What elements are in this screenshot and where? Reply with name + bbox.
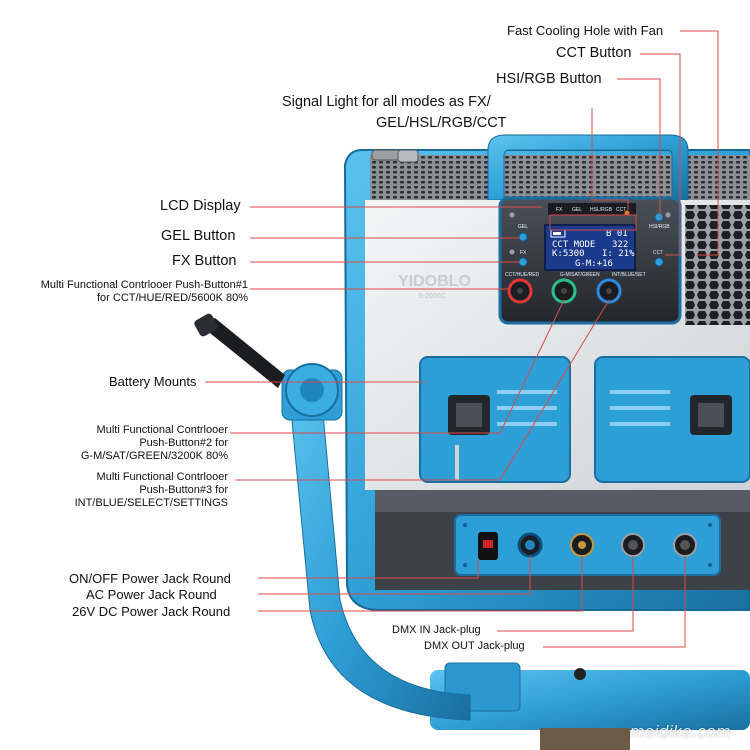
leader-lines [205,30,719,648]
lcd-row1-left: CCT MODE [552,240,595,250]
yoke [289,379,471,721]
lcd-row2-mid: 322 [612,240,628,250]
signal-cct: CCT [616,207,626,213]
label-push2-line1: Multi Functional Contrlooer [96,424,228,436]
label-push3-line2: Push-Button#3 for [139,484,228,496]
signal-fx: FX [556,207,563,213]
label-push2-line3: G-M/SAT/GREEN/3200K 80% [80,450,228,462]
battery-mount-1 [419,356,571,483]
brand-logo: YIDOBLO [398,273,471,290]
label-lcd-display: LCD Display [160,198,241,214]
label-cct-button: CCT Button [556,45,632,61]
btn-fx-label: FX [520,250,527,256]
signal-light-strip [548,203,636,215]
label-dmx-out: DMX OUT Jack-plug [424,640,525,652]
lcd-row2-left: K:5300 [552,249,585,259]
watermark: meidike.com [630,722,731,741]
battery-mount-2 [594,356,750,483]
signal-hsl: HSL/RGB [590,207,613,213]
btn-cct-label: CCT [653,250,663,256]
label-signal-light-2: GEL/HSL/RGB/CCT [376,115,507,131]
model-text: S-2000C [418,293,446,300]
knob3-label: INT/BLUE/SET [612,272,646,278]
cct-button[interactable] [654,257,664,267]
hsi-rgb-button[interactable] [654,212,664,222]
knob1-label: CCT/HUE/RED [505,272,540,278]
signal-gel: GEL [572,207,582,213]
label-signal-light-1: Signal Light for all modes as FX/ [282,94,491,110]
label-push2-line2: Push-Button#2 for [139,437,228,449]
label-hsi-rgb-button: HSI/RGB Button [496,71,602,87]
knob2-label: G-M/SAT/GREEN [560,272,600,278]
signal-led [624,210,630,216]
label-on-off: ON/OFF Power Jack Round [69,571,231,586]
btn-gel-label: GEL [518,224,528,230]
label-dmx-in: DMX IN Jack-plug [392,624,481,636]
label-ac-power: AC Power Jack Round [86,587,217,602]
btn-hsi-label: HSI/RGB [649,224,670,230]
label-dc-power: 26V DC Power Jack Round [72,604,231,619]
label-push1-line1: Multi Functional Contrlooer Push-Button#… [40,279,248,291]
lcd-row2-right: I: 21% [602,249,635,259]
tilt-lock-handle [200,318,285,388]
gel-button[interactable] [518,232,528,242]
label-fast-cooling: Fast Cooling Hole with Fan [507,23,664,38]
lcd-row1-right: B 01 [606,229,628,239]
label-push1-line2: for CCT/HUE/RED/5600K 80% [97,292,248,304]
label-push3-line1: Multi Functional Contrlooer [96,471,228,483]
label-gel-button: GEL Button [161,228,236,244]
fx-button[interactable] [518,257,528,267]
label-fx-button: FX Button [172,253,237,269]
lcd-row3: G-M:+16 [575,259,613,269]
label-battery-mounts: Battery Mounts [109,374,197,389]
label-push3-line3: INT/BLUE/SELECT/SETTINGS [74,497,228,509]
